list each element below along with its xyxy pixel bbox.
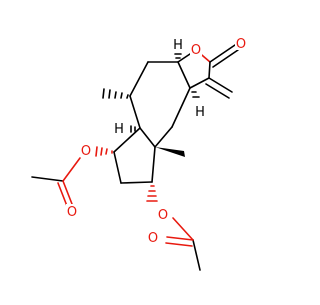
- atom-ring-oxygen: O: [190, 42, 202, 58]
- atom-h-left: H: [113, 122, 125, 137]
- bond-c6-c7: [171, 87, 191, 128]
- atom-acetate1-ester-oxygen: O: [80, 143, 92, 159]
- h-right-hash-bond: [191, 91, 200, 98]
- methyl-wedge-bond: [155, 147, 185, 157]
- h-left-hash-bond: [130, 125, 136, 133]
- atom-acetate1-carbonyl-oxygen: O: [66, 204, 78, 220]
- acetate1-hash-bond: [95, 146, 113, 157]
- h-left-label: H: [114, 122, 124, 137]
- bond-acetate2-co-1: [166, 236, 194, 241]
- bond-c4-c5: [151, 146, 156, 183]
- bond-acetate1-co-2: [57, 182, 68, 207]
- molecule-diagram: O O O O O O H H H: [31, 36, 247, 271]
- atom-acetate2-carbonyl-oxygen: O: [147, 230, 159, 246]
- bond-acetate2-o-c: [172, 217, 194, 241]
- bond-acetate1-o-c: [62, 157, 81, 182]
- acetate2-ester-oxygen-label: O: [158, 208, 168, 223]
- bond-methylene-1: [208, 77, 233, 93]
- h-top-label: H: [173, 38, 183, 53]
- atom-lactone-carbonyl-oxygen: O: [235, 36, 247, 52]
- ring-oxygen-label: O: [191, 43, 201, 58]
- bond-c11-c7: [189, 77, 210, 89]
- bond-acetate2-co-2: [165, 242, 193, 247]
- bond-carbonyl-1: [209, 44, 236, 63]
- methyl-hash-bond: [102, 88, 129, 99]
- h-top-hash-bond: [174, 53, 182, 59]
- atom-h-right: H: [194, 105, 206, 120]
- structure-canvas: O O O O O O H H H: [31, 36, 247, 271]
- bond-acetate1-co-1: [62, 180, 73, 205]
- bond-c12-c11: [208, 61, 211, 79]
- bond-c1-c5: [139, 127, 156, 148]
- bond-c1-c2: [113, 127, 141, 153]
- lactone-carbonyl-oxygen-label: O: [236, 37, 246, 52]
- acetate1-ester-oxygen-label: O: [81, 144, 91, 159]
- bond-acetate2-methyl: [192, 239, 201, 271]
- bond-c3-c4: [120, 181, 153, 184]
- bond-methylene-2: [205, 83, 230, 99]
- acetate1-carbonyl-oxygen-label: O: [67, 205, 77, 220]
- bond-c9-c10: [129, 61, 149, 97]
- atom-h-top: H: [172, 38, 184, 53]
- bond-acetate1-methyl: [31, 176, 64, 182]
- acetate2-hash-bond: [146, 185, 158, 202]
- bond-c7-c8: [177, 61, 191, 89]
- bond-c5-c6: [154, 126, 173, 148]
- h-right-label: H: [195, 105, 205, 120]
- bond-c2-c3: [113, 151, 122, 184]
- acetate2-carbonyl-oxygen-label: O: [148, 231, 158, 246]
- bond-carbonyl-2: [212, 49, 239, 68]
- bond-c10-c1: [129, 95, 141, 129]
- atom-acetate2-ester-oxygen: O: [157, 207, 169, 223]
